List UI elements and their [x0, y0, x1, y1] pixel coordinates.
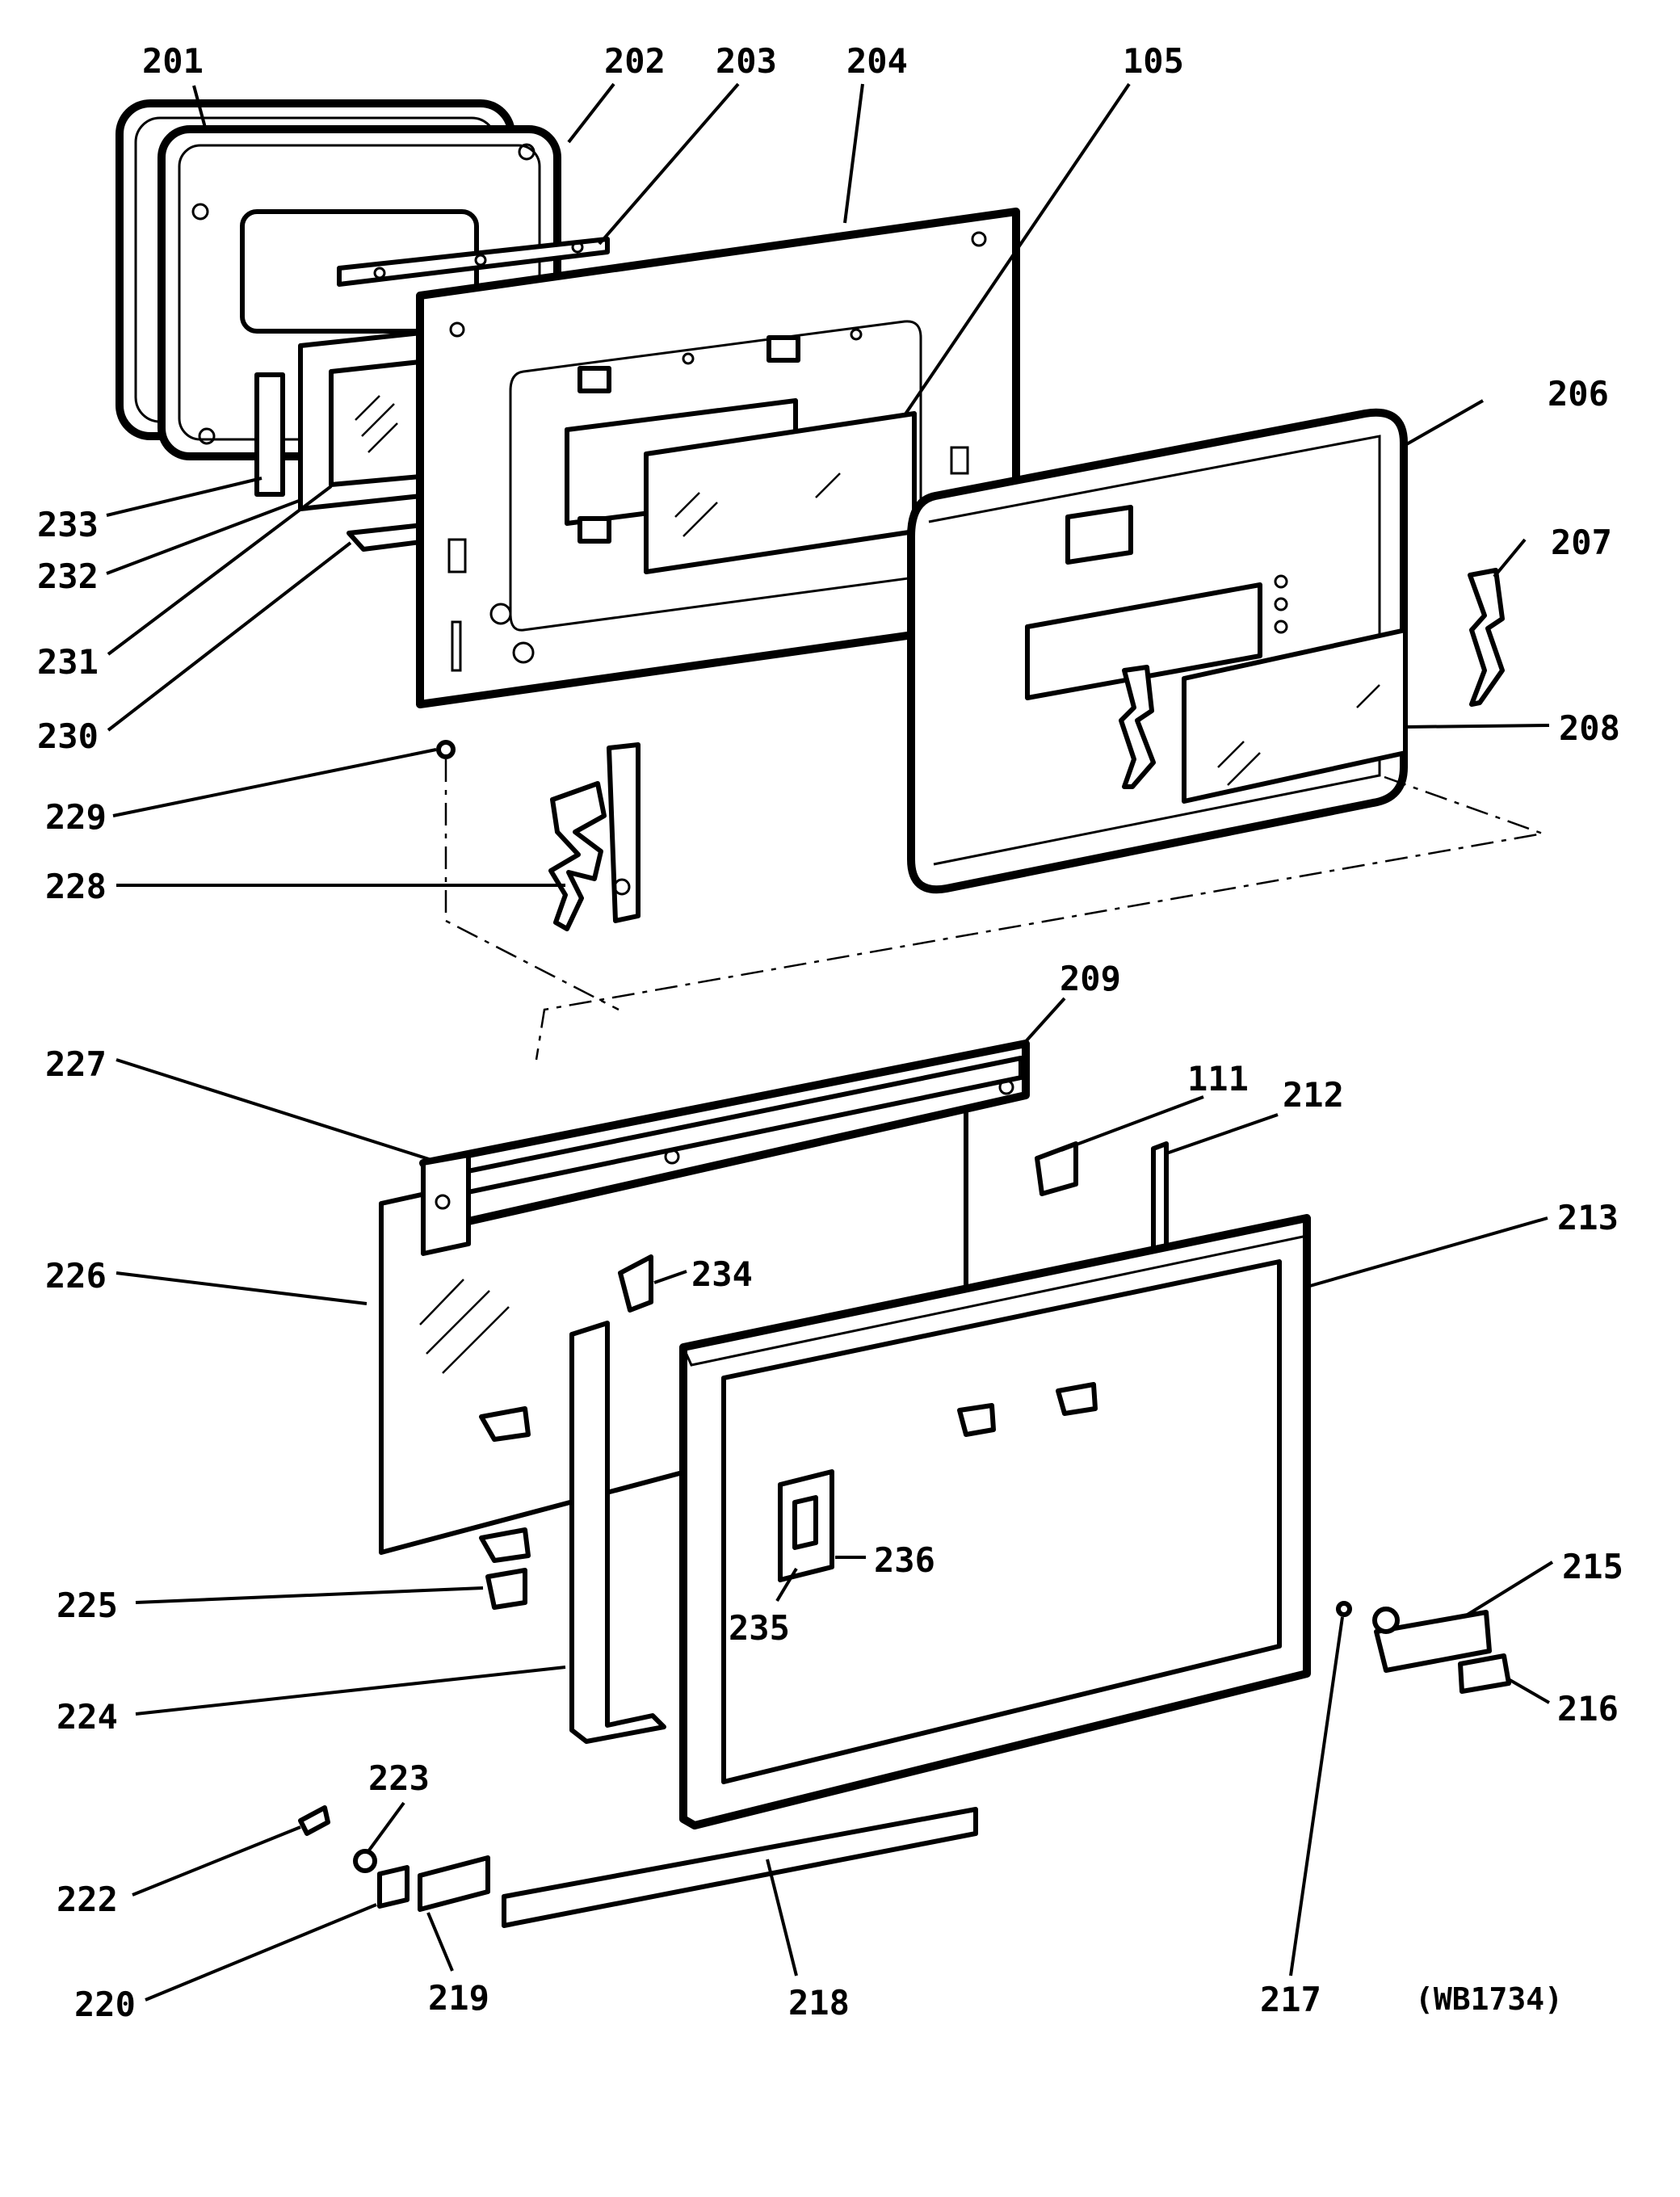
callout-202: 202	[604, 41, 666, 81]
callout-203: 203	[716, 41, 777, 81]
callout-213: 213	[1557, 1198, 1619, 1237]
callout-231: 231	[37, 642, 99, 682]
callout-105: 105	[1123, 41, 1184, 81]
callout-220: 220	[74, 1985, 136, 2024]
part-216-block	[1458, 1653, 1511, 1694]
part-220-block	[377, 1865, 410, 1909]
callout-223: 223	[368, 1758, 430, 1798]
callout-229: 229	[45, 797, 107, 837]
part-203-bracket	[337, 237, 610, 287]
callout-206: 206	[1548, 374, 1609, 414]
part-233-strip	[254, 372, 285, 497]
callout-227: 227	[45, 1044, 107, 1084]
callout-225: 225	[57, 1586, 118, 1625]
callout-228: 228	[45, 867, 107, 906]
callout-207: 207	[1551, 523, 1612, 562]
part-235-236-latch	[778, 1469, 834, 1582]
callout-224: 224	[57, 1697, 118, 1737]
callout-215: 215	[1562, 1547, 1623, 1586]
part-225-clip	[485, 1568, 527, 1610]
callout-226: 226	[45, 1256, 107, 1296]
part-224-side-rail	[569, 1321, 666, 1744]
part-232-window-frame	[298, 329, 439, 511]
callout-218: 218	[788, 1983, 850, 2023]
callout-212: 212	[1283, 1075, 1344, 1115]
part-227-209-channel	[419, 1040, 1030, 1256]
part-217-screw	[1336, 1601, 1352, 1617]
part-207-clip	[1468, 568, 1505, 707]
part-215-hinge	[1372, 1607, 1492, 1673]
part-213-frame	[679, 1214, 1311, 1829]
part-206-handle-bracket	[1119, 665, 1156, 789]
callout-234: 234	[691, 1254, 753, 1294]
callout-216: 216	[1557, 1689, 1619, 1729]
callout-235: 235	[729, 1608, 790, 1648]
callout-222: 222	[57, 1880, 118, 1919]
callout-233: 233	[37, 505, 99, 544]
callout-230: 230	[37, 716, 99, 756]
callout-217: 217	[1260, 1980, 1321, 2019]
callout-201: 201	[142, 41, 204, 81]
part-218-handle-bar	[502, 1807, 978, 1928]
part-223-washer	[353, 1849, 377, 1873]
diagram-caption: (WB1734)	[1415, 1981, 1563, 2017]
callout-208: 208	[1559, 708, 1620, 748]
part-228-hinge	[548, 742, 640, 931]
part-219-end-cap	[418, 1855, 490, 1912]
part-234-clip	[618, 1254, 653, 1313]
part-208-glass	[1182, 628, 1408, 804]
callout-labels: 201 202 203 204 105 206 207 208 233 232 …	[37, 41, 1623, 2024]
callout-219: 219	[428, 1978, 489, 2018]
callout-209: 209	[1060, 959, 1121, 998]
part-229-screw	[436, 740, 456, 759]
callout-111: 111	[1187, 1059, 1249, 1098]
callout-236: 236	[874, 1540, 935, 1580]
leader-lines	[106, 82, 1554, 2002]
callout-204: 204	[846, 41, 908, 81]
part-111-hinge-plate	[1035, 1141, 1078, 1196]
part-222-screw	[298, 1805, 330, 1836]
callout-232: 232	[37, 557, 99, 596]
